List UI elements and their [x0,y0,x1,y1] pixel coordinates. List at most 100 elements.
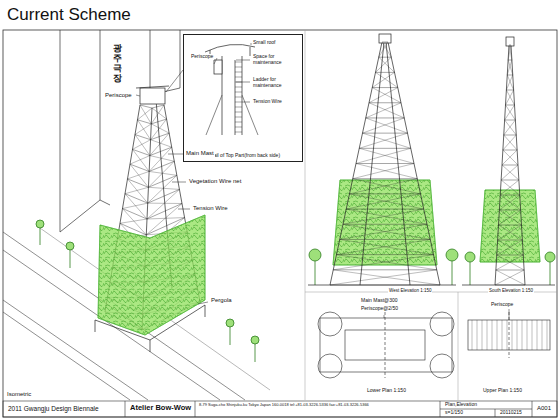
tower-west-elevation [343,224,427,225]
callout-label: Small roof [252,40,302,46]
upper-plan [547,320,548,350]
tower-west-elevation [337,254,434,255]
upper-plan [537,320,538,350]
callout-label: Pergola [210,297,233,304]
detail-drawing [235,77,242,78]
tower-isometric [151,119,166,124]
detail-drawing [206,95,222,135]
trees [550,262,551,285]
title-block [3,401,557,417]
tower-south-elevation [496,255,523,270]
tower-west-elevation [346,209,424,210]
trees [315,260,316,285]
street [3,312,130,400]
tower-west-elevation [379,57,392,58]
building [60,30,180,232]
tower-isometric [128,179,148,203]
vegetation-net [480,190,540,262]
pergola [205,305,206,317]
tower-south-elevation [501,180,520,195]
tower-isometric [152,108,167,119]
view-title: Lower Plan 1:150 [366,388,407,394]
tower-isometric [125,194,147,219]
callout-label: Periscope [190,54,214,60]
tower-isometric [138,120,151,140]
tower-south-elevation [504,135,517,136]
tower-west-elevation [376,72,398,87]
tower-isometric [149,161,174,171]
tower-isometric [150,133,169,155]
tower-south-elevation [501,165,518,180]
tower-south-elevation [506,37,514,46]
tower-isometric [123,209,147,235]
date-note: 20110215 [499,410,523,416]
tower-west-elevation [340,224,427,239]
inset-caption: Detail of Top Part(from back side) [205,153,281,159]
vegetation-net [333,180,437,265]
tower-west-elevation [343,224,430,239]
sheet-name: Plan,Elevation [444,402,478,408]
tower-isometric [147,204,182,220]
tower-west-elevation [330,285,440,286]
trees [309,249,321,261]
tower-isometric [133,140,151,150]
tower-south-elevation [499,210,520,211]
tower-south-elevation [505,105,515,120]
tower-south-elevation [508,45,511,60]
project-name: 2011 Gwangju Design Biennale [7,405,100,412]
tower-west-elevation [350,179,418,194]
leader-lines [236,82,250,83]
trees [70,250,71,268]
building [60,30,61,232]
tower-isometric [147,189,179,219]
tower-west-elevation [350,193,421,194]
tower-south-elevation [506,90,514,105]
tower-south-elevation [509,45,511,46]
tower-west-elevation [369,88,398,103]
tower-south-elevation [507,75,513,90]
vegetation-net [98,180,540,335]
dimension-note: Periscope@2/50 [360,306,399,312]
leader-lines [214,58,217,64]
tower-south-elevation [497,255,524,270]
vegetation-net [333,180,437,265]
tower-west-elevation [346,194,420,209]
trees [251,336,259,344]
upper-plan [492,320,493,350]
tower-south-elevation [495,270,524,285]
tower-west-elevation [356,163,414,164]
detail-drawing [235,87,242,88]
tower-isometric [123,209,148,220]
leader-lines [198,302,208,304]
detail-drawing [235,62,242,63]
tower-isometric [151,140,172,148]
tower-west-elevation [359,148,411,149]
leader-lines [136,44,509,320]
building [60,200,100,232]
upper-plan [477,320,478,350]
tower-isometric [151,119,167,140]
tower-south-elevation [508,60,512,61]
tower-south-elevation [509,45,512,60]
tower-west-elevation [376,72,395,73]
tower-south-elevation [502,150,517,165]
upper-plan [507,320,508,350]
trees [66,242,74,250]
callout-label: Periscope [104,92,133,99]
tower-south-elevation [500,180,519,195]
callout-label: Tension Wire [252,99,302,105]
title-block [125,401,126,417]
view-title: West Elevation 1:150 [388,288,432,293]
tower-isometric [128,171,150,179]
upper-plan [482,320,483,350]
tower-west-elevation [333,269,437,270]
tower-west-elevation [366,103,401,118]
detail-drawing [235,117,242,118]
building [180,30,181,88]
leader-lines [166,70,183,92]
trees [226,319,234,327]
tower-west-elevation [359,148,414,163]
leader-lines [384,315,385,318]
upper-plan [502,320,503,350]
